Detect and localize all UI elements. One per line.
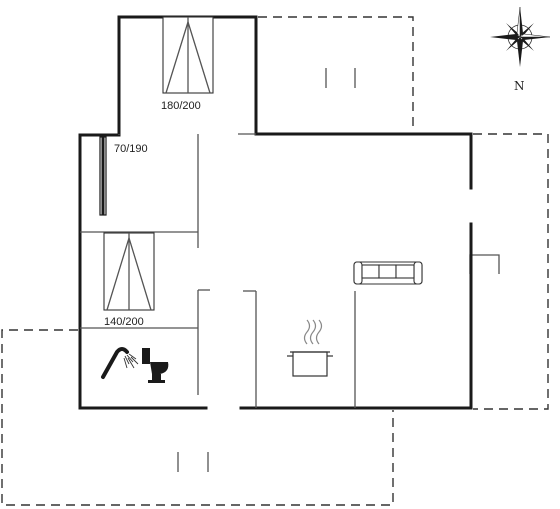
terrace-north-marks [325,68,356,88]
compass-rose-icon [490,6,551,67]
bed-side-size-label: 70/190 [114,143,148,155]
interior-walls [80,133,356,408]
bed-bottom [103,232,155,311]
bed-bottom-size-label: 140/200 [104,316,144,328]
terrace-east [473,133,549,410]
shower-icon [101,347,139,379]
bed-top [162,16,214,94]
toilet-icon [142,348,169,383]
terrace-south [1,329,394,506]
sofa-icon [353,261,423,285]
compass-north-label: N [514,79,525,93]
cooking-pot-icon [287,319,333,377]
terrace-south-marks [177,452,209,472]
terraces [1,16,549,506]
terrace-north [258,16,414,128]
bed-top-size-label: 180/200 [161,100,201,112]
terrace-east-marks [469,254,500,274]
